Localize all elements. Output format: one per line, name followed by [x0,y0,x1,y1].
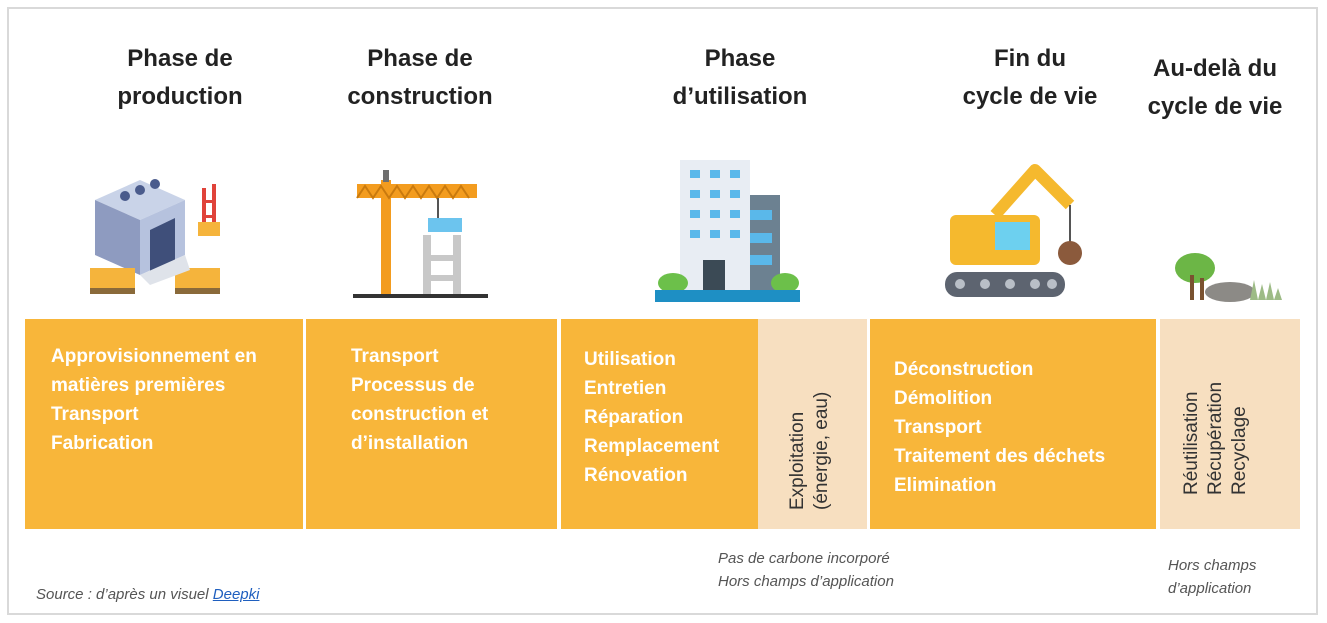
cell-au-dela [1160,319,1300,529]
cell-utilisation [561,319,758,529]
excavator-icon [945,164,1082,297]
list-item: Remplacement [584,436,720,457]
utilisation-list: Utilisation Entretien Réparation Remplac… [584,345,719,490]
phase-title-fin-de-vie: Fin du cycle de vie [962,45,1098,110]
production-list: Approvisionnement en matières premières … [51,342,257,458]
source-link[interactable]: Deepki [212,586,260,603]
cell-fin-de-vie [870,319,1156,529]
list-item: Transport [894,417,982,438]
list-item: Démolition [894,388,993,409]
list-item: Réparation [584,407,684,428]
phase-title-au-dela: Au-delà du cycle de vie [1147,55,1283,120]
list-item: Fabrication [51,433,154,454]
phase-title-production: Phase de production [117,45,243,110]
list-item: Entretien [584,378,667,399]
cell-construction [306,319,557,529]
building-icon [655,160,800,302]
source-prefix: Source : d’après un visuel [36,586,213,603]
list-item: matières premières [51,375,226,396]
crane-icon [353,170,488,298]
list-item: Traitement des déchets [894,446,1106,467]
list-item: Déconstruction [894,359,1034,380]
factory-icon [90,179,220,294]
phase-title-utilisation: Phase d’utilisation [672,45,808,110]
list-item: Utilisation [584,349,676,370]
exploitation-note: Pas de carbone incorporé Hors champs d’a… [718,550,894,590]
au-dela-note: Hors champs d’application [1168,557,1257,597]
list-item: Processus de [351,375,475,396]
cell-exploitation [758,319,867,529]
source-note: Source : d’après un visuel Deepki [36,560,259,606]
list-item: Transport [51,404,139,425]
list-item: Elimination [894,475,997,496]
construction-list: Transport Processus de construction et d… [351,342,488,458]
fin-de-vie-list: Déconstruction Démolition Transport Trai… [894,355,1105,500]
exploitation-text: Exploitation (énergie, eau) [787,391,832,510]
cell-production [25,319,303,529]
au-dela-text: Réutilisation Récupération Recyclage [1181,381,1250,495]
list-item: Approvisionnement en [51,346,257,367]
nature-icon [1175,253,1282,302]
list-item: construction et [351,404,489,425]
list-item: Rénovation [584,465,688,486]
phase-title-construction: Phase de construction [347,45,493,110]
list-item: d’installation [351,433,469,454]
list-item: Transport [351,346,439,367]
